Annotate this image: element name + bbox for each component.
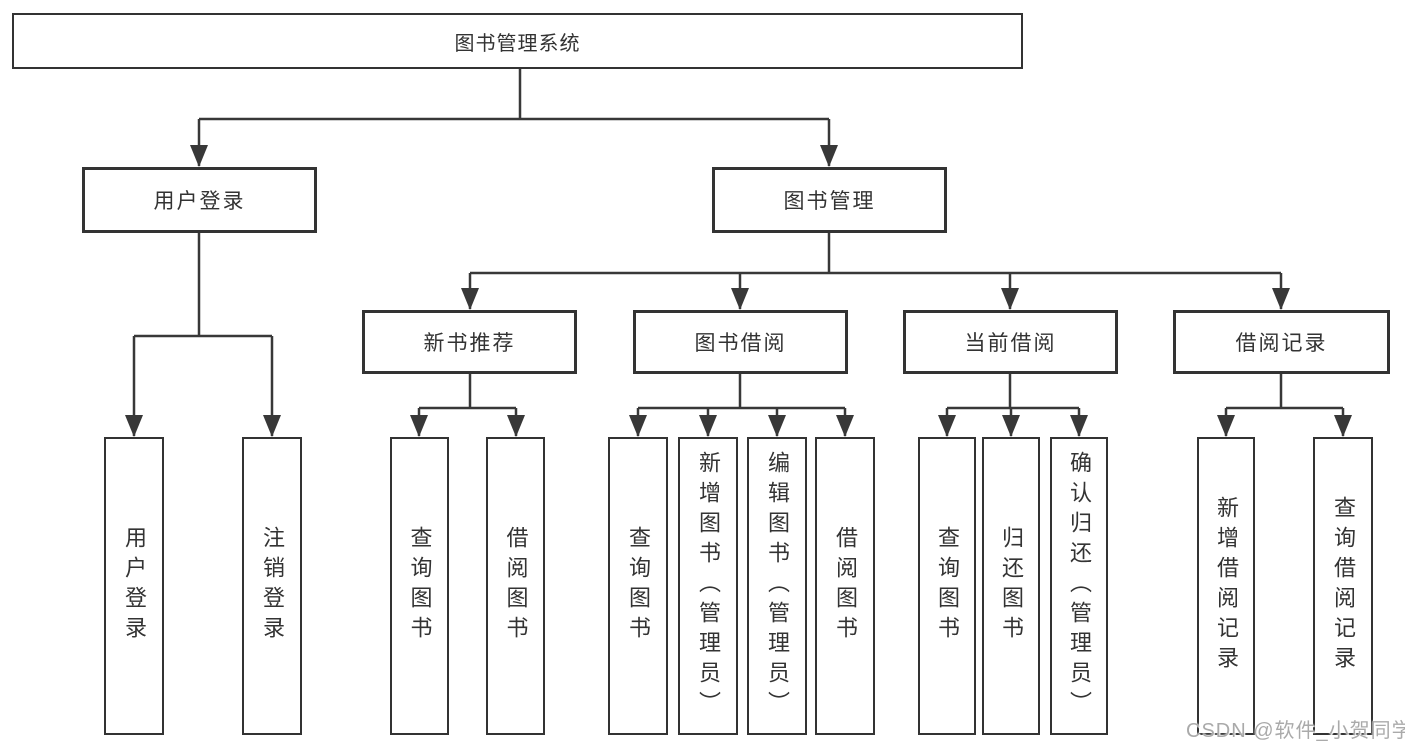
node-label: 用户登录 xyxy=(153,190,246,213)
connector-rails xyxy=(134,69,1343,410)
node-label: 当前借阅 xyxy=(964,332,1057,355)
node-label: 图书管理系统 xyxy=(454,32,581,55)
connector-arrows xyxy=(125,119,1352,437)
node-borrow-book-recommend: 借阅图书 xyxy=(486,437,545,735)
node-new-book-recommend: 新书推荐 xyxy=(362,310,577,374)
node-label: 编辑图书（管理员） xyxy=(765,451,790,721)
csdn-watermark: CSDN @软件_小贺同学 xyxy=(1186,720,1405,742)
node-label: 查询图书 xyxy=(935,526,960,646)
node-query-borrow-record: 查询借阅记录 xyxy=(1313,437,1373,735)
node-label: 新书推荐 xyxy=(423,332,516,355)
node-current-borrow: 当前借阅 xyxy=(903,310,1118,374)
node-label: 确认归还（管理员） xyxy=(1067,451,1092,721)
node-add-borrow-record: 新增借阅记录 xyxy=(1197,437,1255,735)
node-add-book-admin: 新增图书（管理员） xyxy=(678,437,738,735)
node-query-books-recommend: 查询图书 xyxy=(390,437,449,735)
node-edit-book-admin: 编辑图书（管理员） xyxy=(747,437,807,735)
node-label: 新增借阅记录 xyxy=(1214,496,1239,676)
node-label: 归还图书 xyxy=(999,526,1024,646)
node-label: 借阅图书 xyxy=(833,526,858,646)
node-label: 用户登录 xyxy=(122,526,147,646)
node-label: 借阅图书 xyxy=(503,526,529,646)
node-query-books-current: 查询图书 xyxy=(918,437,976,735)
node-user-login-leaf: 用户登录 xyxy=(104,437,164,735)
node-label: 借阅记录 xyxy=(1235,332,1328,355)
node-label: 图书管理 xyxy=(783,190,876,213)
node-borrow-records: 借阅记录 xyxy=(1173,310,1390,374)
node-logout-leaf: 注销登录 xyxy=(242,437,302,735)
node-confirm-return-admin: 确认归还（管理员） xyxy=(1050,437,1108,735)
node-root-system: 图书管理系统 xyxy=(12,13,1023,69)
node-label: 图书借阅 xyxy=(694,332,787,355)
node-book-borrow: 图书借阅 xyxy=(633,310,848,374)
node-label: 注销登录 xyxy=(260,526,285,646)
node-book-management-module: 图书管理 xyxy=(712,167,947,233)
node-label: 新增图书（管理员） xyxy=(696,451,721,721)
node-borrow-book-leaf: 借阅图书 xyxy=(815,437,875,735)
node-label: 查询图书 xyxy=(407,526,433,646)
node-user-login-module: 用户登录 xyxy=(82,167,317,233)
node-label: 查询图书 xyxy=(626,526,651,646)
node-label: 查询借阅记录 xyxy=(1331,496,1356,676)
node-query-books-borrow: 查询图书 xyxy=(608,437,668,735)
node-return-book: 归还图书 xyxy=(982,437,1040,735)
